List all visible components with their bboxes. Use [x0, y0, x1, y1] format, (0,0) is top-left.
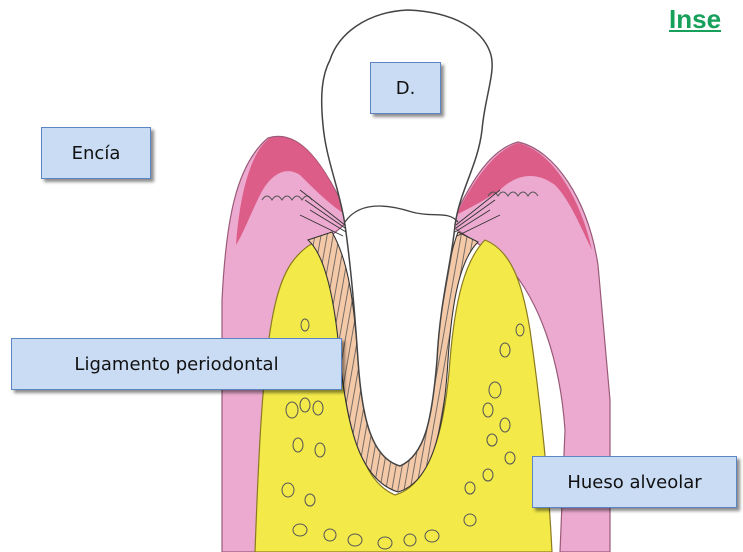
label-ligament: Ligamento periodontal — [11, 338, 342, 390]
label-gum: Encía — [41, 127, 151, 179]
page-title: Inse — [669, 4, 721, 35]
label-bone: Hueso alveolar — [532, 456, 737, 508]
label-tooth: D. — [370, 62, 441, 114]
